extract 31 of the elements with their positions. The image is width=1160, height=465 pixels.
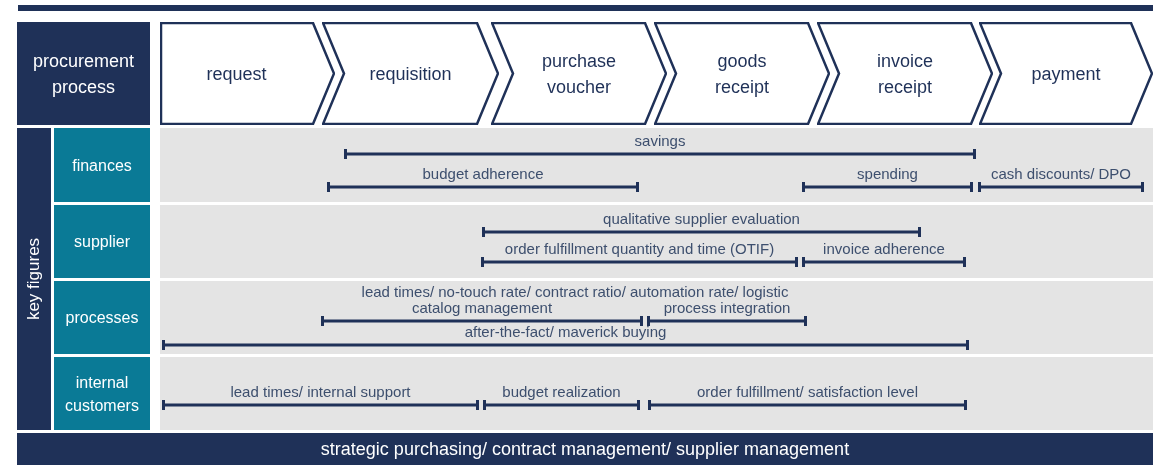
metric-label: invoice adherence (823, 240, 945, 257)
metric-label: order fulfillment/ satisfaction level (697, 383, 918, 400)
process-step: request (160, 22, 335, 125)
metric-label: lead times/ no-touch rate/ contract ratio/ automation rate/ logistic (361, 283, 789, 300)
category-box: processes (54, 281, 150, 354)
metric-label: order fulfillment quantity and time (OTIF) (504, 240, 775, 257)
metric-label: after-the-fact/ maverick buying (464, 323, 667, 340)
process-step: goods receipt (654, 22, 830, 125)
metric-label: budget adherence (422, 165, 544, 182)
process-step: invoice receipt (817, 22, 993, 125)
metric-label: cash discounts/ DPO (990, 165, 1132, 182)
metric-band (160, 205, 1153, 278)
metric-band (160, 357, 1153, 430)
metric-label: spending (857, 165, 918, 182)
metric-band (160, 128, 1153, 202)
category-box: supplier (54, 205, 150, 278)
category-box: finances (54, 128, 150, 202)
metric-label: lead times/ internal support (230, 383, 411, 400)
metric-label: catalog management (411, 299, 553, 316)
process-step: requisition (322, 22, 499, 125)
side-band: key figures (17, 128, 51, 430)
category-box: internal customers (54, 357, 150, 430)
metric-label: process integration (663, 299, 791, 316)
process-step: purchase voucher (491, 22, 667, 125)
metric-band (160, 281, 1153, 354)
metric-label: qualitative supplier evaluation (603, 210, 800, 227)
metric-label: budget realization (502, 383, 621, 400)
process-step: payment (979, 22, 1153, 125)
metric-label: savings (634, 132, 686, 149)
footer-bar: strategic purchasing/ contract management/ supplier management (17, 433, 1153, 465)
header-box: procurement process (17, 22, 150, 125)
